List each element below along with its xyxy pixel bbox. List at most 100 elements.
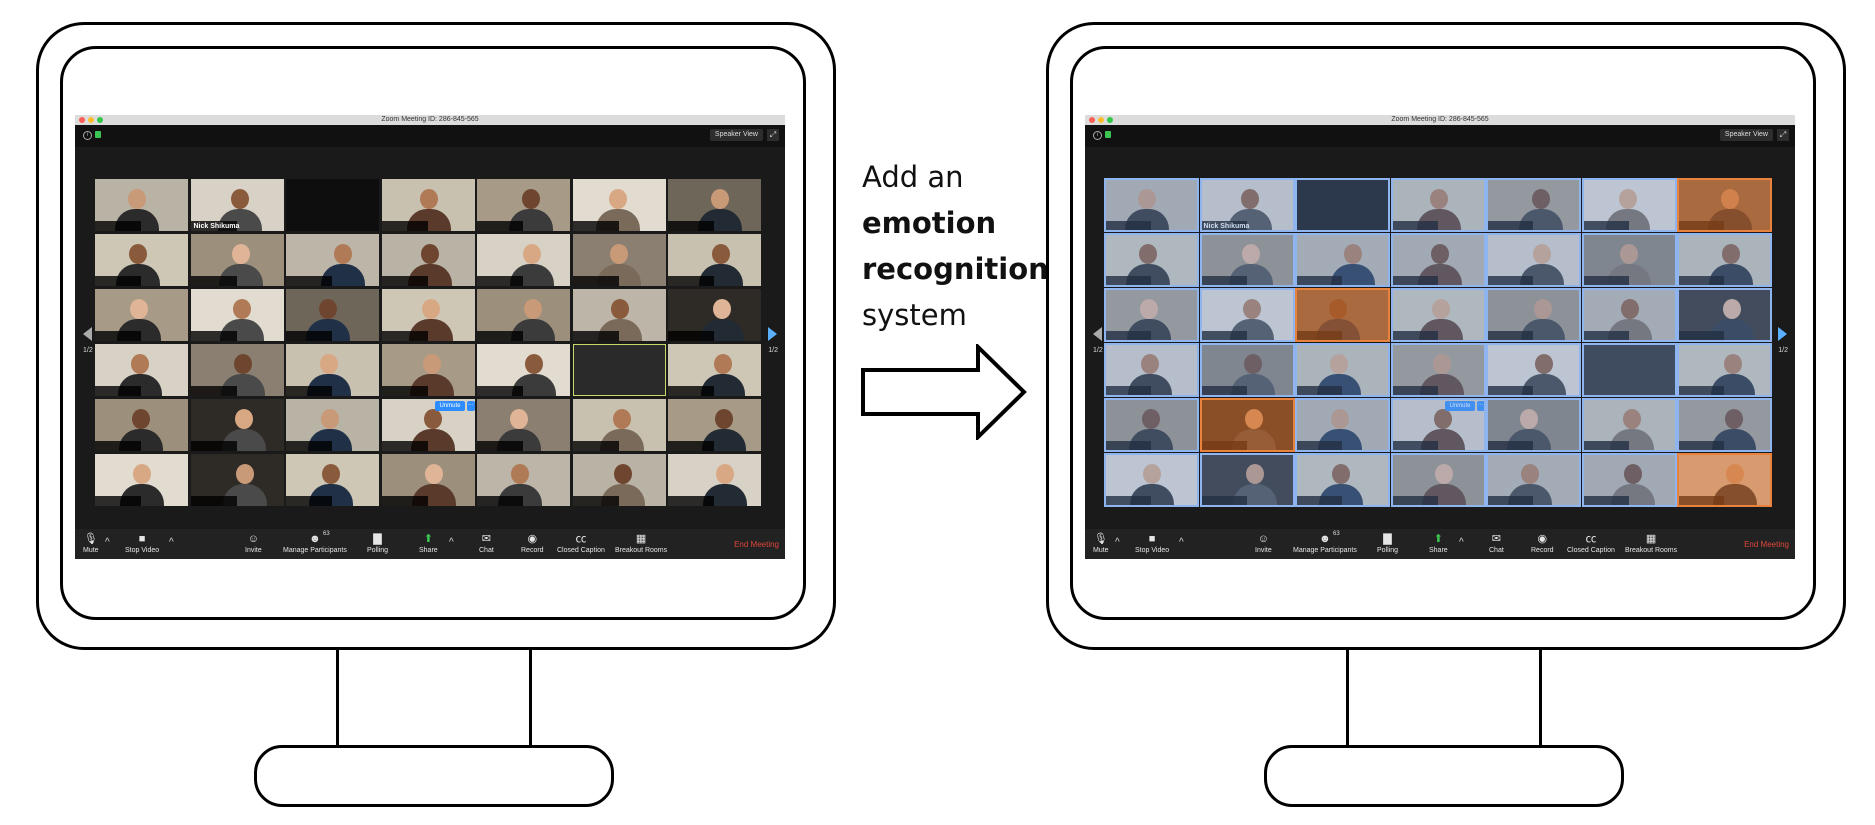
chevron-up-icon[interactable]: ^ <box>1115 537 1120 548</box>
participant-tile[interactable] <box>95 344 188 396</box>
participant-tile[interactable] <box>477 344 570 396</box>
participant-tile[interactable] <box>668 234 761 286</box>
participant-tile[interactable] <box>190 344 284 396</box>
participant-tile[interactable] <box>572 399 666 451</box>
participant-tile[interactable] <box>1678 399 1771 451</box>
participant-tile[interactable] <box>95 399 188 451</box>
participant-tile[interactable] <box>190 234 284 286</box>
share-button[interactable]: ⬆Share <box>419 533 438 555</box>
minimize-dot[interactable] <box>1098 117 1104 123</box>
participant-tile[interactable] <box>1391 234 1485 286</box>
participant-tile[interactable] <box>1296 234 1389 286</box>
participant-tile[interactable] <box>1487 344 1580 396</box>
participant-tile[interactable] <box>1200 234 1294 286</box>
participant-tile[interactable] <box>1487 454 1580 506</box>
participant-tile[interactable] <box>477 234 570 286</box>
manage-participants-button[interactable]: ☻Manage Participants <box>283 533 347 555</box>
share-button[interactable]: ⬆Share <box>1429 533 1448 555</box>
participant-tile[interactable] <box>1582 234 1676 286</box>
participant-tile[interactable] <box>572 234 666 286</box>
participant-tile[interactable] <box>1487 399 1580 451</box>
participant-tile[interactable] <box>1296 399 1389 451</box>
participant-tile[interactable] <box>381 234 475 286</box>
invite-button[interactable]: ☺Invite <box>245 533 262 555</box>
minimize-dot[interactable] <box>88 117 94 123</box>
chevron-up-icon[interactable]: ^ <box>1179 537 1184 548</box>
participant-tile[interactable] <box>190 454 284 506</box>
info-icon[interactable]: i <box>1093 131 1102 140</box>
participant-tile[interactable]: Unmute··· <box>381 399 475 451</box>
breakout-rooms-button[interactable]: ▦Breakout Rooms <box>615 533 667 555</box>
participant-tile[interactable] <box>477 399 570 451</box>
participant-tile[interactable] <box>668 344 761 396</box>
participant-tile[interactable] <box>1105 234 1198 286</box>
participant-tile[interactable] <box>572 179 666 231</box>
participant-tile[interactable] <box>1105 399 1198 451</box>
participant-tile[interactable] <box>1487 289 1580 341</box>
participant-tile[interactable] <box>1391 454 1485 506</box>
participant-tile[interactable] <box>1200 344 1294 396</box>
record-button[interactable]: ◉Record <box>521 533 544 555</box>
participant-tile[interactable] <box>572 454 666 506</box>
participant-tile[interactable] <box>1200 289 1294 341</box>
participant-tile[interactable] <box>1582 179 1676 231</box>
breakout-rooms-button[interactable]: ▦Breakout Rooms <box>1625 533 1677 555</box>
chat-button[interactable]: ✉Chat <box>1489 533 1504 555</box>
participant-tile[interactable] <box>1296 344 1389 396</box>
participant-tile[interactable] <box>1200 454 1294 506</box>
previous-page-arrow-icon[interactable] <box>1093 327 1102 341</box>
chevron-up-icon[interactable]: ^ <box>449 537 454 548</box>
participant-tile[interactable] <box>1391 344 1485 396</box>
more-options-button[interactable]: ··· <box>466 401 475 411</box>
fullscreen-icon[interactable]: ⤢ <box>767 129 779 141</box>
participant-tile[interactable] <box>1105 454 1198 506</box>
unmute-button[interactable]: Unmute <box>1445 401 1475 411</box>
more-options-button[interactable]: ··· <box>1476 401 1485 411</box>
invite-button[interactable]: ☺Invite <box>1255 533 1272 555</box>
participant-tile[interactable] <box>286 399 379 451</box>
participant-tile[interactable] <box>381 179 475 231</box>
speaker-view-button[interactable]: Speaker View <box>1719 129 1773 141</box>
participant-tile[interactable] <box>1582 289 1676 341</box>
info-icon[interactable]: i <box>83 131 92 140</box>
participant-tile[interactable] <box>381 454 475 506</box>
end-meeting-button[interactable]: End Meeting <box>734 540 779 549</box>
participant-tile[interactable] <box>95 289 188 341</box>
previous-page-arrow-icon[interactable] <box>83 327 92 341</box>
participant-tile[interactable] <box>1105 179 1198 231</box>
participant-tile[interactable] <box>1582 454 1676 506</box>
chevron-up-icon[interactable]: ^ <box>1459 537 1464 548</box>
stop-video-button[interactable]: ■Stop Video <box>1135 533 1169 555</box>
participant-tile[interactable] <box>381 289 475 341</box>
stop-video-button[interactable]: ■Stop Video <box>125 533 159 555</box>
participant-tile[interactable] <box>477 289 570 341</box>
participant-tile[interactable] <box>286 344 379 396</box>
participant-tile[interactable] <box>95 454 188 506</box>
participant-tile[interactable] <box>1105 289 1198 341</box>
participant-tile[interactable] <box>1105 344 1198 396</box>
participant-tile[interactable] <box>1487 179 1580 231</box>
participant-tile[interactable] <box>286 234 379 286</box>
close-dot[interactable] <box>1089 117 1095 123</box>
participant-tile[interactable] <box>668 399 761 451</box>
participant-tile[interactable] <box>668 289 761 341</box>
participant-tile[interactable] <box>477 179 570 231</box>
participant-tile[interactable] <box>1391 179 1485 231</box>
polling-button[interactable]: ▇Polling <box>367 533 388 555</box>
participant-tile[interactable] <box>95 234 188 286</box>
polling-button[interactable]: ▇Polling <box>1377 533 1398 555</box>
participant-tile[interactable] <box>190 289 284 341</box>
unmute-button[interactable]: Unmute <box>435 401 465 411</box>
fullscreen-icon[interactable]: ⤢ <box>1777 129 1789 141</box>
mute-button[interactable]: 🎙Mute <box>1093 533 1109 555</box>
close-dot[interactable] <box>79 117 85 123</box>
participant-tile[interactable] <box>1582 399 1676 451</box>
participant-tile[interactable] <box>190 399 284 451</box>
participant-tile[interactable]: Nick Shikuma <box>190 179 284 231</box>
participant-tile[interactable] <box>477 454 570 506</box>
chat-button[interactable]: ✉Chat <box>479 533 494 555</box>
participant-tile[interactable] <box>381 344 475 396</box>
next-page-arrow-icon[interactable] <box>768 327 777 341</box>
